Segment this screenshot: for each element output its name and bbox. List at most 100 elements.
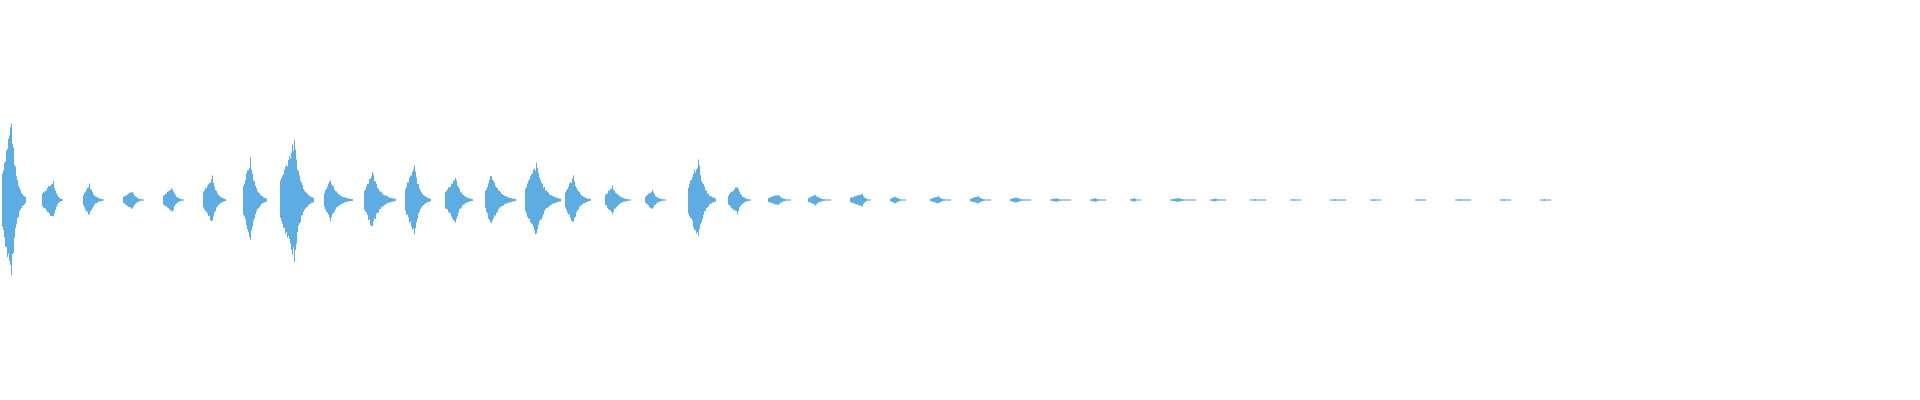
waveform-sample	[503, 195, 504, 206]
waveform-sample	[1019, 198, 1020, 202]
waveform-sample	[549, 194, 550, 206]
waveform-sample	[388, 197, 389, 203]
waveform-sample	[511, 198, 512, 202]
waveform-sample	[942, 198, 943, 202]
waveform-sample	[1134, 198, 1135, 202]
waveform-sample	[408, 182, 409, 218]
waveform-sample	[494, 182, 495, 216]
waveform-sample	[133, 193, 134, 207]
waveform-sample	[254, 181, 255, 219]
waveform-burst	[970, 196, 991, 204]
waveform-sample	[499, 190, 500, 208]
waveform-sample	[526, 187, 527, 214]
waveform-sample	[1056, 198, 1057, 202]
waveform-sample	[347, 198, 348, 202]
waveform-sample	[688, 187, 689, 214]
waveform-sample	[811, 196, 812, 204]
waveform-sample	[425, 196, 426, 204]
waveform-sample	[556, 197, 557, 203]
waveform-sample	[170, 190, 171, 210]
waveform-sample	[1261, 199, 1262, 201]
waveform-sample	[616, 193, 617, 208]
waveform-sample	[734, 189, 735, 210]
waveform-sample	[349, 198, 350, 202]
waveform-sample	[1460, 199, 1461, 201]
waveform-sample	[1139, 199, 1140, 201]
waveform-burst	[1330, 199, 1346, 201]
waveform-sample	[491, 176, 492, 224]
waveform-sample	[544, 187, 545, 211]
waveform-sample	[894, 197, 895, 203]
waveform-burst	[768, 195, 791, 205]
waveform-sample	[137, 197, 138, 203]
waveform-sample	[327, 186, 328, 213]
waveform-sample	[1050, 199, 1051, 201]
waveform-sample	[1377, 199, 1378, 201]
waveform-sample	[586, 197, 587, 202]
waveform-sample	[375, 181, 376, 220]
waveform-sample	[545, 190, 546, 210]
waveform-sample	[140, 199, 141, 201]
waveform-burst	[688, 159, 716, 236]
waveform-sample	[1027, 199, 1028, 201]
waveform-sample	[818, 197, 819, 203]
waveform-burst	[1170, 198, 1196, 202]
waveform-sample	[175, 194, 176, 205]
waveform-sample	[742, 196, 743, 204]
waveform-sample	[224, 198, 225, 202]
waveform-sample	[1546, 199, 1547, 201]
waveform-sample	[659, 198, 660, 202]
waveform-sample	[7, 148, 8, 258]
waveform-sample	[17, 180, 18, 219]
waveform-sample	[506, 196, 507, 204]
waveform-sample	[827, 199, 828, 201]
waveform-sample	[973, 197, 974, 202]
waveform-sample	[1335, 199, 1336, 201]
waveform-sample	[1550, 199, 1551, 201]
waveform-sample	[305, 192, 306, 209]
waveform-sample	[536, 162, 537, 234]
waveform-sample	[243, 186, 244, 215]
waveform-sample	[1190, 199, 1191, 201]
waveform-sample	[1265, 199, 1266, 201]
waveform-sample	[58, 196, 59, 203]
waveform-sample	[331, 184, 332, 218]
waveform-sample	[1505, 199, 1506, 201]
waveform-sample	[934, 197, 935, 203]
waveform-sample	[1137, 199, 1138, 201]
waveform-sample	[394, 198, 395, 202]
waveform-sample	[468, 198, 469, 202]
waveform-sample	[822, 199, 823, 202]
waveform-sample	[211, 179, 212, 222]
waveform-sample	[704, 186, 705, 212]
waveform-sample	[1219, 199, 1220, 201]
waveform-sample	[249, 167, 250, 237]
waveform-sample	[369, 179, 370, 220]
waveform-sample	[128, 193, 129, 207]
waveform-sample	[749, 199, 750, 201]
waveform-sample	[11, 123, 12, 276]
waveform-sample	[812, 196, 813, 204]
waveform-sample	[334, 189, 335, 212]
waveform-sample	[311, 197, 312, 204]
waveform-sample	[1024, 199, 1025, 201]
waveform-sample	[96, 196, 97, 204]
waveform-sample	[531, 174, 532, 224]
waveform-sample	[1469, 199, 1470, 201]
waveform-sample	[694, 169, 695, 230]
waveform-sample	[663, 199, 664, 201]
waveform-sample	[295, 149, 296, 250]
waveform-sample	[1212, 199, 1213, 201]
waveform-sample	[285, 166, 286, 234]
waveform-sample	[655, 196, 656, 205]
waveform-sample	[407, 182, 408, 215]
waveform-sample	[740, 193, 741, 206]
waveform-sample	[1468, 199, 1469, 201]
waveform-sample	[411, 175, 412, 227]
waveform-sample	[409, 177, 410, 223]
waveform-sample	[1214, 198, 1215, 202]
waveform-sample	[486, 189, 487, 212]
waveform-sample	[745, 198, 746, 202]
waveform-sample	[42, 193, 43, 207]
waveform-sample	[618, 195, 619, 206]
